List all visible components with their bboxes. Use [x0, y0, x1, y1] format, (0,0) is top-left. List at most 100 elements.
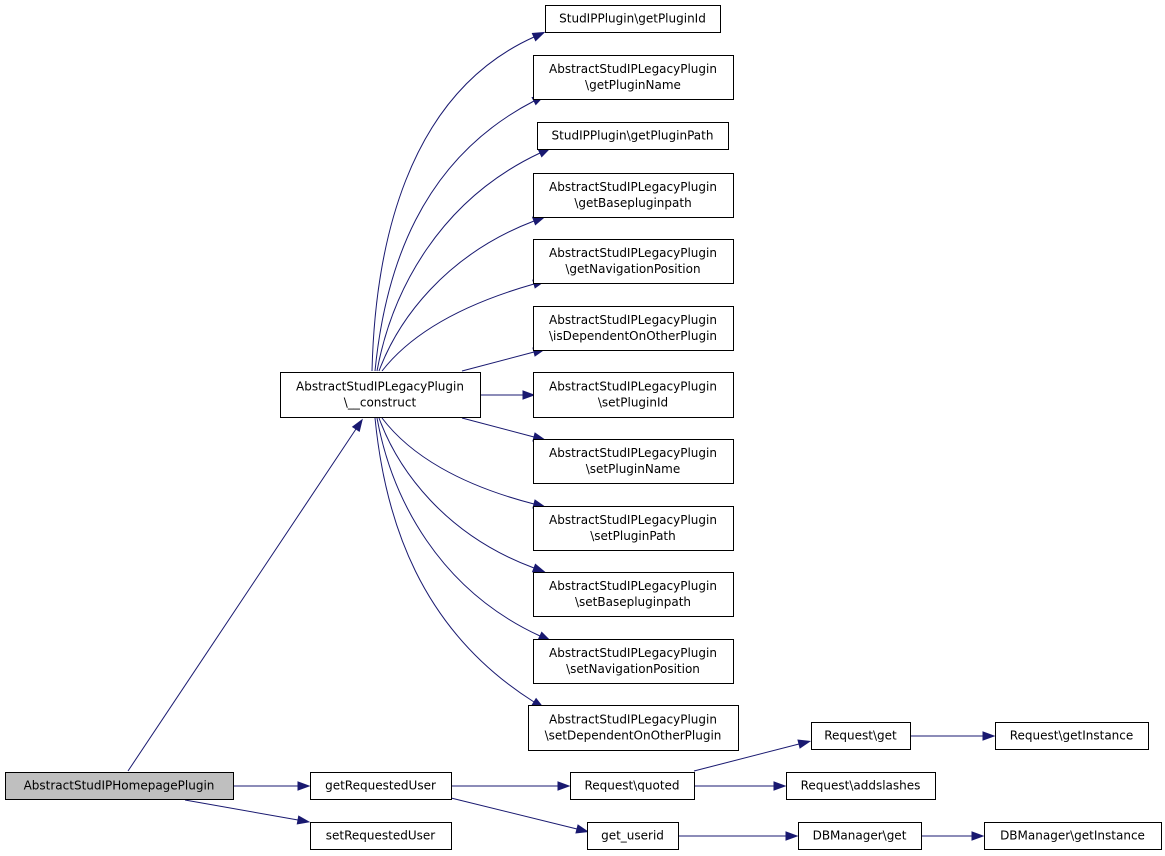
arrowhead-getUserid-to-dbGet — [785, 831, 799, 841]
edge-requestQuoted-to-requestGet — [693, 743, 800, 772]
node-label: AbstractStudIPLegacyPlugin — [549, 380, 717, 394]
node-box — [811, 722, 911, 750]
node-label: StudIPPlugin\getPluginPath — [552, 129, 714, 143]
edge-construct-to-setDependentOnOtherPlugin — [374, 417, 535, 703]
arrowhead-getRequestedUser-to-requestQuoted — [557, 781, 571, 791]
edge-construct-to-getNavigationPosition — [381, 283, 535, 372]
node-box — [5, 772, 234, 800]
edge-construct-to-setBasepluginpath — [378, 417, 535, 569]
node-setRequestedUser[interactable]: setRequestedUser — [310, 822, 452, 850]
edge-construct-to-getPluginName — [374, 100, 535, 372]
node-label: AbstractStudIPLegacyPlugin — [549, 579, 717, 593]
node-label: \isDependentOnOtherPlugin — [549, 329, 717, 343]
edge-construct-to-getPluginPath — [376, 152, 541, 372]
node-requestGetInstance[interactable]: Request\getInstance — [995, 722, 1149, 750]
node-label: DBManager\get — [813, 829, 907, 843]
arrowhead-construct-to-getPluginId — [531, 31, 546, 42]
node-label: AbstractStudIPLegacyPlugin — [549, 180, 717, 194]
node-label: Request\addslashes — [801, 779, 921, 793]
node-label: AbstractStudIPLegacyPlugin — [549, 246, 717, 260]
node-construct[interactable]: AbstractStudIPLegacyPlugin \__construct — [280, 372, 481, 418]
node-getBasepluginpath[interactable]: AbstractStudIPLegacyPlugin \getBaseplugin… — [533, 173, 734, 218]
node-box — [310, 772, 452, 800]
node-setPluginName[interactable]: AbstractStudIPLegacyPlugin \setPluginName — [533, 439, 734, 484]
edge-construct-to-getBasepluginpath — [378, 220, 535, 372]
node-setDependentOnOtherPlugin[interactable]: AbstractStudIPLegacyPlugin \setDependentO… — [528, 705, 739, 751]
arrowhead-construct-to-setPluginId — [522, 390, 536, 400]
node-label: getRequestedUser — [325, 779, 436, 793]
node-label: AbstractStudIPLegacyPlugin — [549, 446, 717, 460]
node-label: AbstractStudIPLegacyPlugin — [549, 313, 717, 327]
node-box — [533, 372, 734, 418]
arrowhead-construct-to-getBasepluginpath — [531, 216, 546, 226]
node-label: StudIPPlugin\getPluginId — [559, 12, 706, 26]
node-isDependentOnOtherPlugin[interactable]: AbstractStudIPLegacyPlugin \isDependentOn… — [533, 306, 734, 351]
node-label: \getPluginName — [585, 78, 681, 92]
node-setPluginPath[interactable]: AbstractStudIPLegacyPlugin \setPluginPath — [533, 506, 734, 551]
node-box — [528, 705, 739, 751]
node-dbGet[interactable]: DBManager\get — [798, 822, 922, 850]
node-requestQuoted[interactable]: Request\quoted — [570, 772, 695, 800]
node-label: Request\quoted — [584, 779, 679, 793]
node-root[interactable]: AbstractStudIPHomepagePlugin — [5, 772, 234, 800]
node-box — [533, 506, 734, 551]
edge-construct-to-setPluginPath — [381, 417, 535, 505]
node-box — [570, 772, 695, 800]
node-box — [984, 822, 1162, 850]
node-label: \setPluginName — [586, 462, 681, 476]
node-dbGetInstance[interactable]: DBManager\getInstance — [984, 822, 1162, 850]
node-getNavigationPosition[interactable]: AbstractStudIPLegacyPlugin \getNavigation… — [533, 239, 734, 284]
node-box — [587, 822, 679, 850]
node-requestGet[interactable]: Request\get — [811, 722, 911, 750]
node-label: \getBasepluginpath — [574, 196, 691, 210]
node-box — [533, 306, 734, 351]
arrowhead-dbGet-to-dbGetInstance — [971, 831, 985, 841]
node-getUserid[interactable]: get_userid — [587, 822, 679, 850]
node-box — [545, 5, 721, 33]
node-box — [786, 772, 936, 800]
node-label: \setNavigationPosition — [566, 662, 700, 676]
nodes-layer: AbstractStudIPHomepagePlugin AbstractStud… — [5, 5, 1162, 850]
node-setPluginId[interactable]: AbstractStudIPLegacyPlugin\setPluginId — [533, 372, 734, 418]
node-label: Request\getInstance — [1010, 729, 1134, 743]
node-box — [798, 822, 922, 850]
node-getPluginPath[interactable]: StudIPPlugin\getPluginPath — [537, 122, 729, 150]
node-label: DBManager\getInstance — [1000, 829, 1145, 843]
node-label: AbstractStudIPLegacyPlugin — [549, 713, 717, 727]
edge-root-to-setRequestedUser — [184, 799, 299, 821]
node-box — [537, 122, 729, 150]
node-label: AbstractStudIPHomepagePlugin — [24, 779, 215, 793]
arrowhead-requestQuoted-to-requestAddslashes — [773, 781, 787, 791]
node-box — [533, 572, 734, 617]
arrowhead-requestQuoted-to-requestGet — [797, 739, 812, 749]
node-box — [533, 239, 734, 284]
node-label: \setPluginPath — [590, 529, 675, 543]
node-setBasepluginpath[interactable]: AbstractStudIPLegacyPlugin \setBaseplugin… — [533, 572, 734, 617]
node-box — [310, 822, 452, 850]
node-requestAddslashes[interactable]: Request\addslashes — [786, 772, 936, 800]
node-box — [533, 439, 734, 484]
node-label: \setBasepluginpath — [575, 595, 691, 609]
node-label: \__construct — [344, 396, 417, 410]
node-label: AbstractStudIPLegacyPlugin — [296, 380, 464, 394]
node-box — [533, 55, 734, 100]
arrowhead-construct-to-setBasepluginpath — [531, 563, 546, 573]
node-label: Request\get — [824, 729, 897, 743]
edge-getRequestedUser-to-getUserid — [450, 797, 578, 830]
node-label: AbstractStudIPLegacyPlugin — [549, 646, 717, 660]
node-box — [533, 173, 734, 218]
edge-root-to-construct — [127, 428, 357, 772]
edge-construct-to-getPluginId — [371, 36, 535, 372]
node-label: \getNavigationPosition — [565, 262, 700, 276]
arrowhead-root-to-getRequestedUser — [297, 781, 311, 791]
edge-construct-to-isDependentOnOtherPlugin — [461, 351, 535, 372]
node-getRequestedUser[interactable]: getRequestedUser — [310, 772, 452, 800]
node-box — [280, 372, 481, 418]
node-setNavigationPosition[interactable]: AbstractStudIPLegacyPlugin \setNavigation… — [533, 639, 734, 684]
node-label: \setDependentOnOtherPlugin — [545, 729, 722, 743]
node-getPluginName[interactable]: AbstractStudIPLegacyPlugin\getPluginName — [533, 55, 734, 100]
node-getPluginId[interactable]: StudIPPlugin\getPluginId — [545, 5, 721, 33]
node-label: AbstractStudIPLegacyPlugin — [549, 513, 717, 527]
edge-construct-to-setNavigationPosition — [376, 417, 541, 637]
